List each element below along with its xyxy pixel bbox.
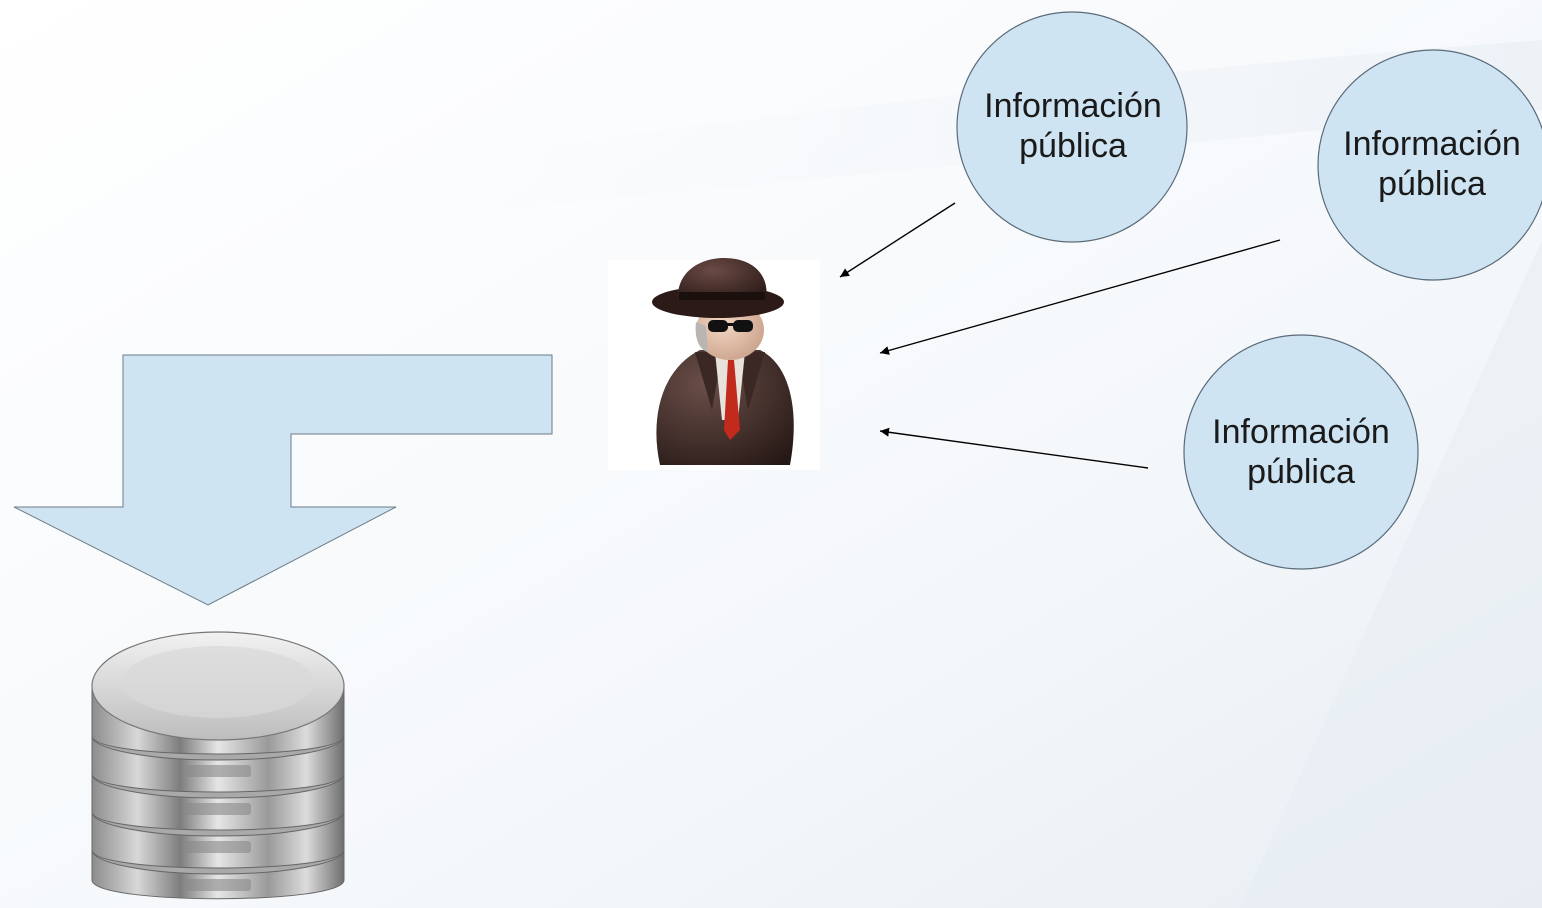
connector-2	[879, 239, 1281, 355]
database-icon	[91, 631, 345, 900]
connector-1	[839, 202, 956, 278]
spy-icon	[608, 258, 820, 470]
background-panel	[1240, 240, 1542, 908]
flow-arrow-to-database	[13, 354, 553, 606]
info-bubble-2	[1317, 49, 1542, 281]
connector-3	[879, 427, 1149, 469]
info-bubble-3	[1183, 334, 1419, 570]
info-bubble-1	[956, 11, 1188, 243]
